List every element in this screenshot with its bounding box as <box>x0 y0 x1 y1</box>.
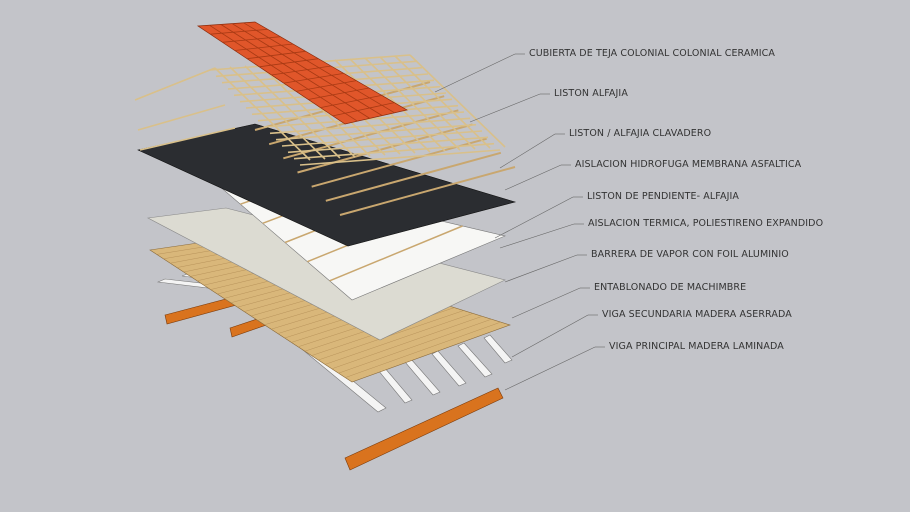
label-viga-principal: VIGA PRINCIPAL MADERA LAMINADA <box>609 341 784 352</box>
tile-row <box>210 28 268 35</box>
leader-line <box>504 254 578 283</box>
leader-line <box>499 133 556 169</box>
label-aislacion-termica: AISLACION TERMICA, POLIESTIRENO EXPANDID… <box>588 218 824 229</box>
leader-line <box>469 93 541 123</box>
alfajia-edge <box>134 67 216 101</box>
tile-row <box>234 43 294 51</box>
alfajia-rafter <box>409 54 506 148</box>
label-cubierta-teja: CUBIERTA DE TEJA COLONIAL COLONIAL CERAM… <box>529 48 776 59</box>
alfajia-rafter <box>394 55 491 149</box>
tile-row <box>222 36 281 43</box>
leader-line <box>434 53 516 93</box>
alfajia-batten <box>281 130 483 147</box>
board-line <box>318 310 464 361</box>
tile-row <box>332 102 395 117</box>
leader-line <box>511 314 589 358</box>
cubierta-teja <box>196 21 408 125</box>
tile-column <box>220 24 371 119</box>
board-line <box>331 316 483 370</box>
alfajia-batten <box>293 142 495 160</box>
leader-line <box>504 346 596 391</box>
alfajia-rafter <box>379 56 476 150</box>
tile-column <box>231 23 383 116</box>
board-line <box>345 321 501 378</box>
alfajia-rafter <box>364 57 461 151</box>
label-viga-secundaria: VIGA SECUNDARIA MADERA ASERRADA <box>602 309 792 320</box>
leader-line <box>504 164 562 191</box>
leader-line <box>494 196 574 239</box>
label-membrana-asfaltica: AISLACION HIDROFUGA MEMBRANA ASFALTICA <box>575 159 802 170</box>
tile-row <box>259 58 319 68</box>
tile-row <box>283 72 344 84</box>
pendiente-strip <box>329 225 463 282</box>
leader-line <box>499 223 575 249</box>
board-line <box>338 318 492 374</box>
alfajia-batten <box>275 123 477 141</box>
tile-column <box>243 22 395 114</box>
label-barrera-vapor: BARRERA DE VAPOR CON FOIL ALUMINIO <box>591 249 789 260</box>
label-liston-pendiente: LISTON DE PENDIENTE- ALFAJIA <box>587 191 739 202</box>
alfajia-edge <box>139 127 236 151</box>
label-machimbre: ENTABLONADO DE MACHIMBRE <box>594 282 747 293</box>
alfajia-rafter <box>214 67 311 161</box>
clavadero-strip <box>339 166 516 216</box>
tile-row <box>246 50 306 60</box>
alfajia-rafter <box>229 66 326 160</box>
alfajia-edge <box>137 104 226 131</box>
alfajia-rafter <box>244 65 341 159</box>
leader-lines <box>434 53 605 391</box>
clavadero-strip <box>325 151 502 202</box>
tile-row <box>308 87 370 100</box>
tile-column <box>209 24 358 122</box>
tile-row <box>295 80 357 92</box>
label-liston-clavadero: LISTON / ALFAJIA CLAVADERO <box>569 128 712 139</box>
alfajia-batten <box>299 149 501 166</box>
leader-line <box>511 287 581 319</box>
label-liston-alfajia: LISTON ALFAJIA <box>554 88 628 99</box>
clavadero-strip <box>297 123 473 174</box>
tile-row <box>271 65 332 76</box>
board-line <box>324 313 474 365</box>
tile-row <box>320 94 382 109</box>
alfajia-rafter <box>259 64 356 158</box>
alfajia-batten <box>287 136 489 154</box>
